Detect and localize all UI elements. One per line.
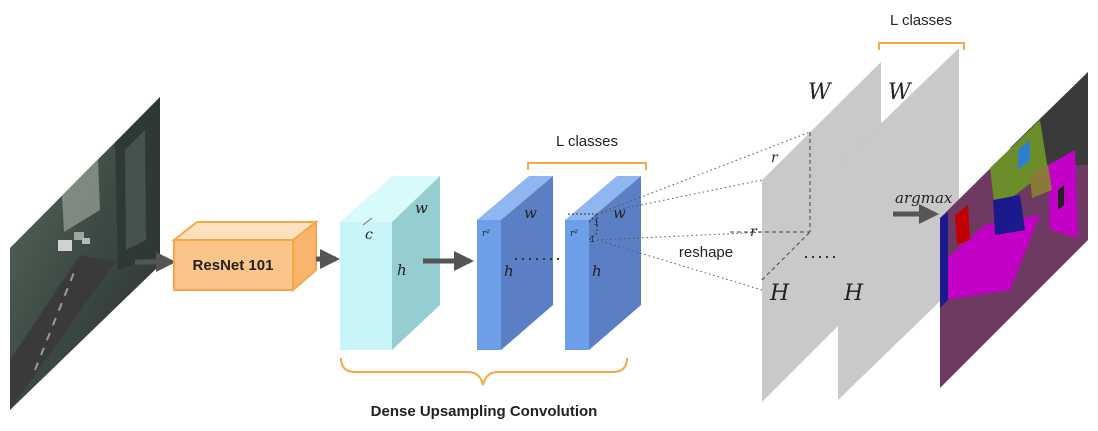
feature-w-label: w [415,199,428,217]
map2-one-top: 1 [594,218,599,227]
reshape-r-mid: r [750,224,758,240]
duc-brace-bottom [340,357,628,386]
duc-classes-label: L classes [556,133,618,150]
feature-c-label: c [365,227,373,243]
backbone-label: ResNet 101 [193,257,274,274]
plane2-H-label: H [843,281,864,306]
plane1-W-label: W [808,80,833,105]
map2-w-label: w [613,204,626,222]
feature-h-label: h [397,261,407,279]
output-plane-1: W H r r [730,62,881,402]
map1-r2-label: r² [482,229,490,239]
output-plane-2: W H [838,48,959,400]
backbone-box: ResNet 101 [171,219,319,293]
planes-classes-brace [878,42,965,50]
reshape-r-top: r [771,150,779,166]
map2-one-side: 1 [590,235,595,244]
map2-h-label: h [592,262,602,280]
input-street-image [10,97,160,410]
classes-brace-top [527,162,647,170]
class-map-2: r² 1 1 w h [565,176,641,350]
class-map-1: r² w h [477,176,553,350]
reshape-label: reshape [679,244,733,261]
map1-w-label: w [524,204,537,222]
duc-title: Dense Upsampling Convolution [371,403,598,420]
segmentation-output-image [940,72,1088,388]
plane2-W-label: W [888,80,913,105]
output-classes-label: L classes [890,12,952,29]
argmax-label: argmax [895,189,953,207]
map2-r2-label: r² [570,229,578,239]
feature-map-cube: c h w [340,176,440,350]
map1-h-label: h [504,262,514,280]
plane1-H-label: H [769,281,790,306]
